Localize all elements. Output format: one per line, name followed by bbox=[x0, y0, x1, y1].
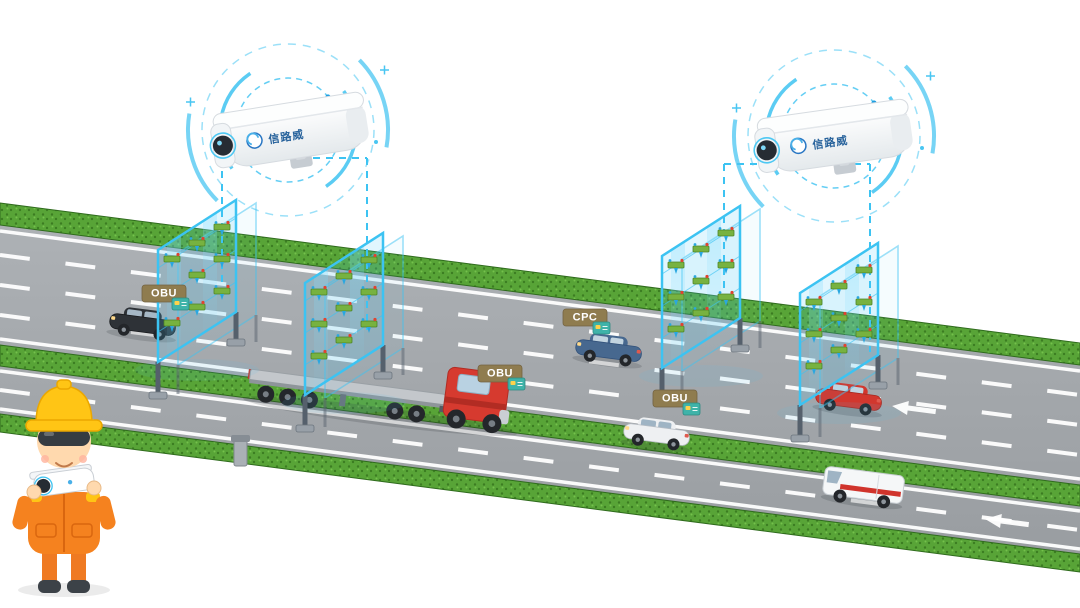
svg-text:OBU: OBU bbox=[487, 368, 513, 380]
badge-obu-white-car: OBU bbox=[652, 389, 701, 416]
etc-card-icon bbox=[682, 402, 701, 416]
vehicle-truck bbox=[243, 366, 517, 437]
boot-right bbox=[67, 580, 90, 593]
badge-obu-black-car: OBU bbox=[141, 284, 190, 311]
svg-text:OBU: OBU bbox=[151, 288, 177, 300]
hand-left bbox=[26, 484, 42, 500]
camera-right-brand: 信路威 bbox=[811, 133, 849, 152]
svg-text:CPC: CPC bbox=[573, 312, 598, 324]
camera-left-brand: 信路威 bbox=[267, 127, 305, 146]
worker-character bbox=[12, 379, 116, 597]
hard-hat bbox=[25, 379, 103, 432]
svg-text:OBU: OBU bbox=[662, 393, 688, 405]
etc-card-icon bbox=[507, 377, 526, 391]
hand-right bbox=[86, 480, 102, 496]
roadside-cabinet bbox=[231, 435, 250, 467]
goggles bbox=[38, 429, 90, 446]
grass-bottom-strip bbox=[0, 413, 1080, 573]
handheld-camera bbox=[29, 463, 95, 497]
etc-card-icon bbox=[171, 297, 190, 311]
camera-left: 信路威 bbox=[204, 90, 374, 183]
cpc-card-icon bbox=[592, 321, 611, 335]
badge-cpc-blue-car: CPC bbox=[562, 308, 611, 335]
boot-left bbox=[38, 580, 61, 593]
camera-right: 信路威 bbox=[748, 97, 917, 187]
badge-obu-truck: OBU bbox=[477, 364, 526, 391]
road-surface bbox=[0, 225, 1080, 554]
